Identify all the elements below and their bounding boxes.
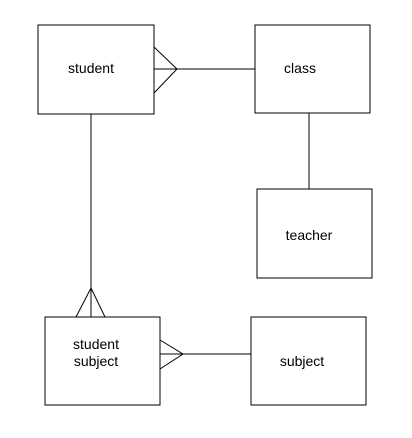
entity-student-subject-label-line1: student [73, 336, 119, 352]
entity-student-label: student [68, 60, 114, 76]
entity-teacher-label: teacher [286, 227, 333, 243]
entity-student-subject[interactable]: student subject [44, 316, 161, 406]
entity-class[interactable]: class [254, 24, 371, 114]
entity-student[interactable]: student [37, 24, 155, 115]
relationship-student-studentsubject [75, 114, 106, 318]
relationship-student-class [153, 46, 255, 94]
entity-class-label: class [284, 60, 316, 76]
relationship-studentsubject-subject [159, 339, 251, 370]
entity-teacher[interactable]: teacher [256, 188, 373, 279]
entity-student-subject-label-line2: subject [74, 353, 118, 369]
crows-foot-student-end [153, 46, 178, 94]
entity-subject-label: subject [280, 353, 324, 369]
entity-subject[interactable]: subject [250, 316, 367, 406]
